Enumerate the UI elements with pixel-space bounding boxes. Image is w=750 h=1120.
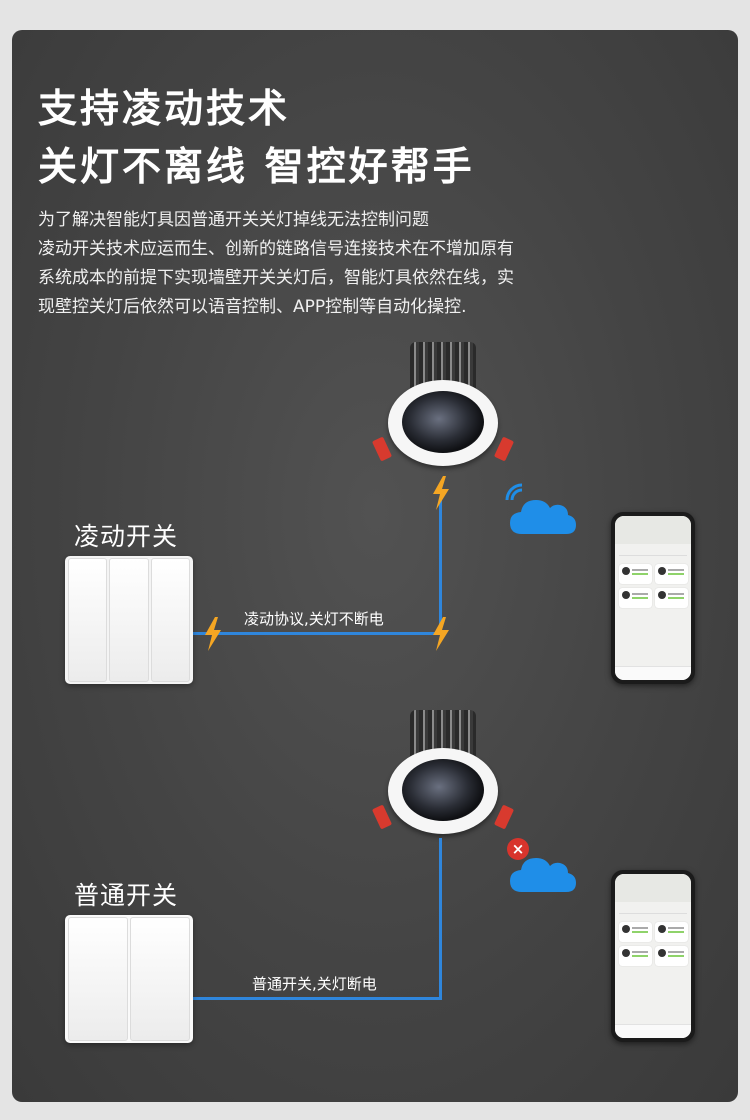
headline-line1: 支持凌动技术 xyxy=(38,87,291,132)
line-label-normal: 普通开关,关灯断电 xyxy=(252,975,377,993)
description-line: 为了解决智能灯具因普通开关关灯掉线无法控制问题 xyxy=(38,210,429,230)
lightning-bolt-icon xyxy=(433,476,449,510)
wifi-signal-icon xyxy=(505,483,523,501)
description-line: 现壁控关灯后依然可以语音控制、APP控制等自动化操控. xyxy=(38,297,467,317)
infographic-card: 支持凌动技术 关灯不离线 智控好帮手 为了解决智能灯具因普通开关关灯掉线无法控制… xyxy=(12,30,738,1102)
description: 为了解决智能灯具因普通开关关灯掉线无法控制问题 凌动开关技术应运而生、创新的链路… xyxy=(38,206,728,322)
downlight-icon xyxy=(371,342,515,472)
wire-horizontal xyxy=(193,632,442,635)
description-line: 凌动开关技术应运而生、创新的链路信号连接技术在不增加原有 xyxy=(38,239,514,259)
error-x-icon: × xyxy=(507,838,529,860)
headline-line2: 关灯不离线 智控好帮手 xyxy=(38,145,475,190)
lightning-bolt-icon xyxy=(433,617,449,651)
section-title-normal: 普通开关 xyxy=(74,881,179,910)
description-line: 系统成本的前提下实现墙壁开关关灯后，智能灯具依然在线，实 xyxy=(38,268,514,288)
wall-switch-icon xyxy=(65,556,193,684)
section-title-lingdong: 凌动开关 xyxy=(74,522,179,551)
cloud-icon xyxy=(510,500,576,534)
wire-horizontal xyxy=(193,997,442,1000)
line-label-lingdong: 凌动协议,关灯不断电 xyxy=(244,610,384,628)
cloud-icon xyxy=(510,858,576,892)
wall-switch-icon xyxy=(65,915,193,1043)
wire-vertical xyxy=(439,498,442,634)
lightning-bolt-icon xyxy=(205,617,221,651)
downlight-icon xyxy=(371,710,515,840)
smartphone-icon xyxy=(611,870,695,1042)
wire-vertical xyxy=(439,838,442,1000)
smartphone-icon xyxy=(611,512,695,684)
